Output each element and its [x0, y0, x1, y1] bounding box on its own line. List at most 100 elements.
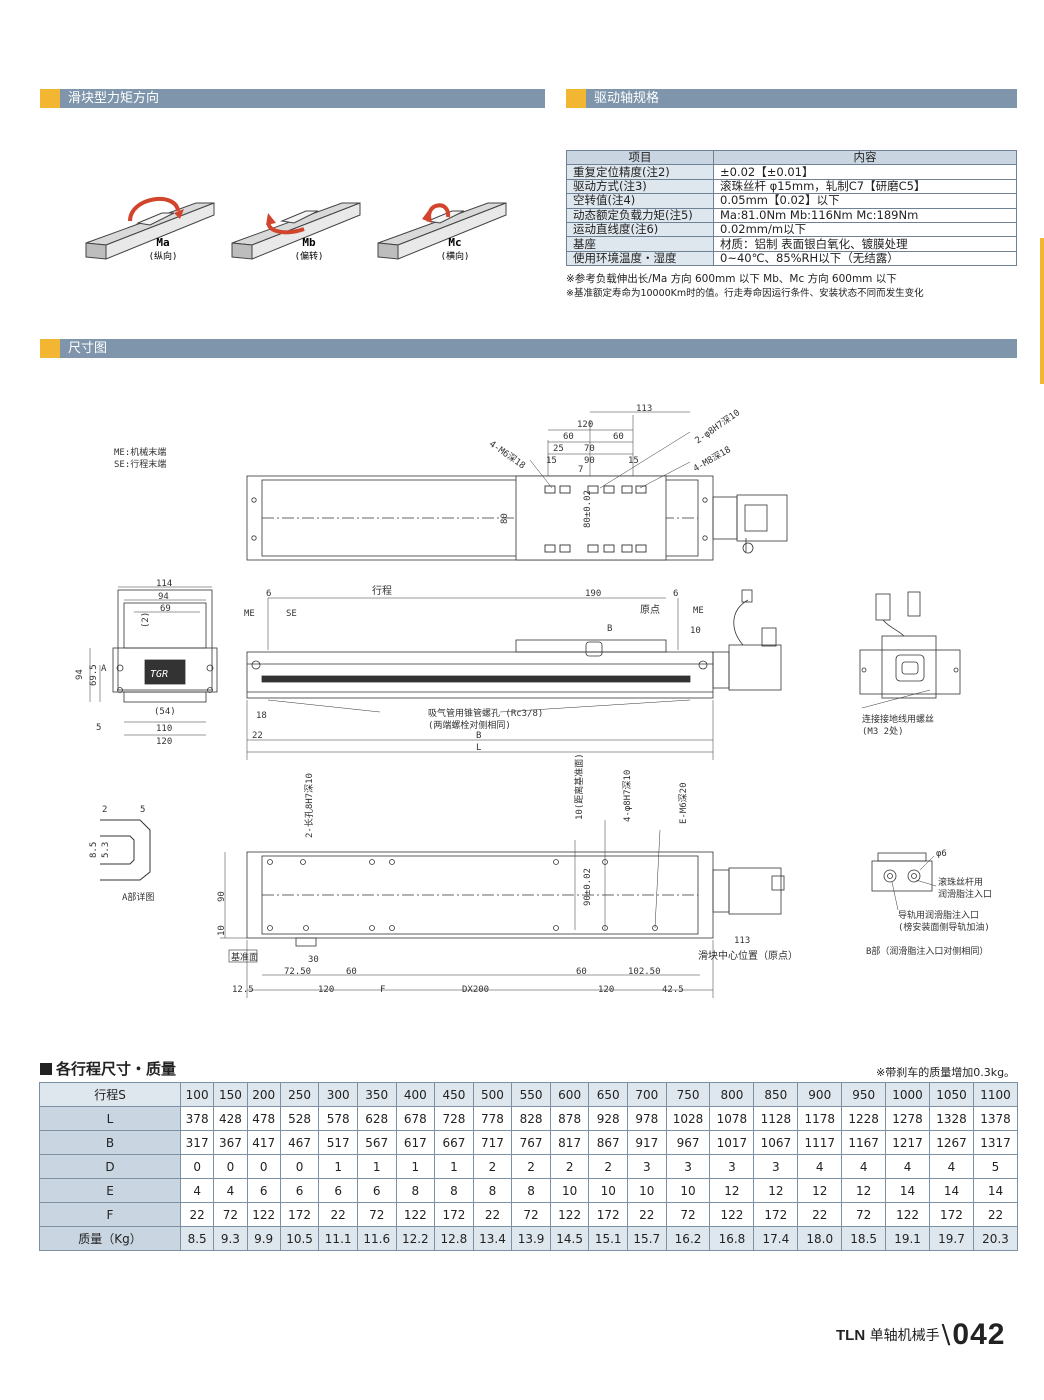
dim-label: F — [380, 985, 385, 995]
table-cell: 72 — [356, 1202, 397, 1227]
table-cell: 1178 — [797, 1106, 843, 1131]
dim-label: 7 — [578, 465, 583, 475]
table-cell: 2 — [549, 1154, 590, 1179]
table-cell: 850 — [753, 1082, 799, 1107]
dim-label: 190 — [585, 589, 601, 599]
row-header: L — [39, 1106, 181, 1131]
dim-label: 114 — [156, 579, 172, 589]
dim-label: 6 — [673, 589, 678, 599]
dim-label: 113 — [734, 936, 750, 946]
table-cell: 19.7 — [929, 1226, 974, 1251]
table-cell: 4 — [929, 1154, 974, 1179]
table-cell: 8 — [434, 1178, 474, 1203]
table-cell: 172 — [929, 1202, 974, 1227]
table-cell: 3 — [665, 1154, 711, 1179]
table-cell: 22 — [318, 1202, 358, 1227]
table-cell: 17.4 — [753, 1226, 799, 1251]
table-cell: 1267 — [929, 1130, 974, 1155]
table-cell: 11.1 — [318, 1226, 358, 1251]
table-cell: 4 — [797, 1154, 843, 1179]
bottom-callout: 4-φ8H7深10 — [622, 770, 633, 822]
table-cell: 3 — [753, 1154, 799, 1179]
pipe-label: 吸气管用锥管螺孔 (Rc3/8) — [428, 707, 543, 719]
callout-label: 4-M8深18 — [691, 444, 732, 474]
dim-label: 90 — [584, 456, 595, 466]
table-cell: 14 — [972, 1178, 1019, 1203]
bottom-callout: 2-长孔8H7深10 — [303, 773, 315, 838]
table-cell: 700 — [627, 1082, 667, 1107]
table-cell: 3 — [627, 1154, 667, 1179]
bottom-callout: 10(距离基准面) — [573, 753, 585, 820]
table-cell: 122 — [885, 1202, 931, 1227]
footer-product: 单轴机械手 — [869, 1328, 940, 1344]
row-header: D — [39, 1154, 181, 1179]
moment-desc: (纵向) — [149, 250, 178, 262]
table-cell: 10 — [588, 1178, 628, 1203]
row-header: F — [39, 1202, 181, 1227]
table-cell: 11.6 — [356, 1226, 397, 1251]
table-cell: 678 — [395, 1106, 436, 1131]
table-cell: 4 — [885, 1154, 931, 1179]
table-cell: 578 — [318, 1106, 358, 1131]
table-cell: 72 — [511, 1202, 551, 1227]
table-cell: 1317 — [972, 1130, 1019, 1155]
b-detail-label: (榜安装面侧导轨加油) — [898, 921, 990, 933]
table-cell: 478 — [246, 1106, 281, 1131]
motor-end-view: 连接接地线用螺丝 (M3 2处) — [859, 591, 961, 737]
b-detail-label: 润滑脂注入口 — [938, 888, 992, 900]
dim-label: 90 — [217, 891, 227, 902]
table-cell: 767 — [511, 1130, 551, 1155]
table-cell: 150 — [213, 1082, 248, 1107]
dim-label: L — [476, 743, 481, 753]
table-cell: 22 — [472, 1202, 513, 1227]
table-cell: 72 — [841, 1202, 887, 1227]
table-cell: 8 — [395, 1178, 436, 1203]
dim-label: 94 — [158, 592, 169, 602]
mass-note: ※带刹车的质量增加0.3kg。 — [876, 1066, 1016, 1079]
moment-label: Mb — [302, 236, 316, 249]
section-bar-moment: 滑块型力矩方向 — [40, 89, 545, 108]
b-detail-label: 导轨用润滑脂注入口 — [898, 909, 979, 921]
b-detail-view: φ6 滚珠丝杆用 润滑脂注入口 导轨用润滑脂注入口 (榜安装面侧导轨加油) B部… — [866, 849, 992, 957]
section-bar-dimension: 尺寸图 — [40, 339, 1017, 358]
dimension-drawing: ME:机械末端 SE:行程末端 113 120 60 60 25 70 15 9… — [75, 404, 992, 998]
dim-label: 5 — [96, 723, 101, 733]
dim-label: 10 — [217, 925, 227, 936]
dim-label: SE — [286, 609, 297, 619]
section-title: 滑块型力矩方向 — [68, 91, 160, 106]
table-cell: 6 — [356, 1178, 397, 1203]
table-cell: 2 — [472, 1154, 513, 1179]
table-cell: 15.7 — [627, 1226, 667, 1251]
table-cell: 18.5 — [841, 1226, 887, 1251]
dim-label: 120 — [318, 985, 334, 995]
a-detail-view: 2 5 8.5 5.3 A部详图 — [89, 805, 154, 903]
table-cell: 4 — [841, 1154, 887, 1179]
dim-label: 80 — [500, 513, 510, 524]
moment-desc: (偏转) — [295, 250, 324, 262]
section-accent — [40, 339, 60, 358]
table-cell: 13.9 — [511, 1226, 551, 1251]
table-cell: 14 — [885, 1178, 931, 1203]
table-cell: 1 — [356, 1154, 397, 1179]
table-cell: 967 — [665, 1130, 711, 1155]
table-cell: 4 — [179, 1178, 215, 1203]
row-header: 质量（Kg） — [39, 1226, 181, 1251]
table-cell: 2 — [588, 1154, 628, 1179]
table-cell: 8.5 — [179, 1226, 215, 1251]
table-cell: 650 — [588, 1082, 628, 1107]
dim-label: 30 — [308, 955, 319, 965]
row-header: B — [39, 1130, 181, 1155]
table-cell: 16.2 — [665, 1226, 711, 1251]
table-cell: 1228 — [841, 1106, 887, 1131]
table-cell: 978 — [627, 1106, 667, 1131]
table-cell: 20.3 — [972, 1226, 1019, 1251]
table-cell: 828 — [511, 1106, 551, 1131]
front-view: 行程 190 6 6 ME SE 原点 ME B 10 22 B L 18 吸气… — [244, 584, 782, 760]
slider-center-label: 滑块中心位置（原点） — [698, 949, 798, 962]
table-cell: 367 — [213, 1130, 248, 1155]
table-cell: 22 — [179, 1202, 215, 1227]
dim-label: 120 — [598, 985, 614, 995]
table-cell: 4 — [213, 1178, 248, 1203]
dim-label: 2 — [102, 805, 107, 815]
